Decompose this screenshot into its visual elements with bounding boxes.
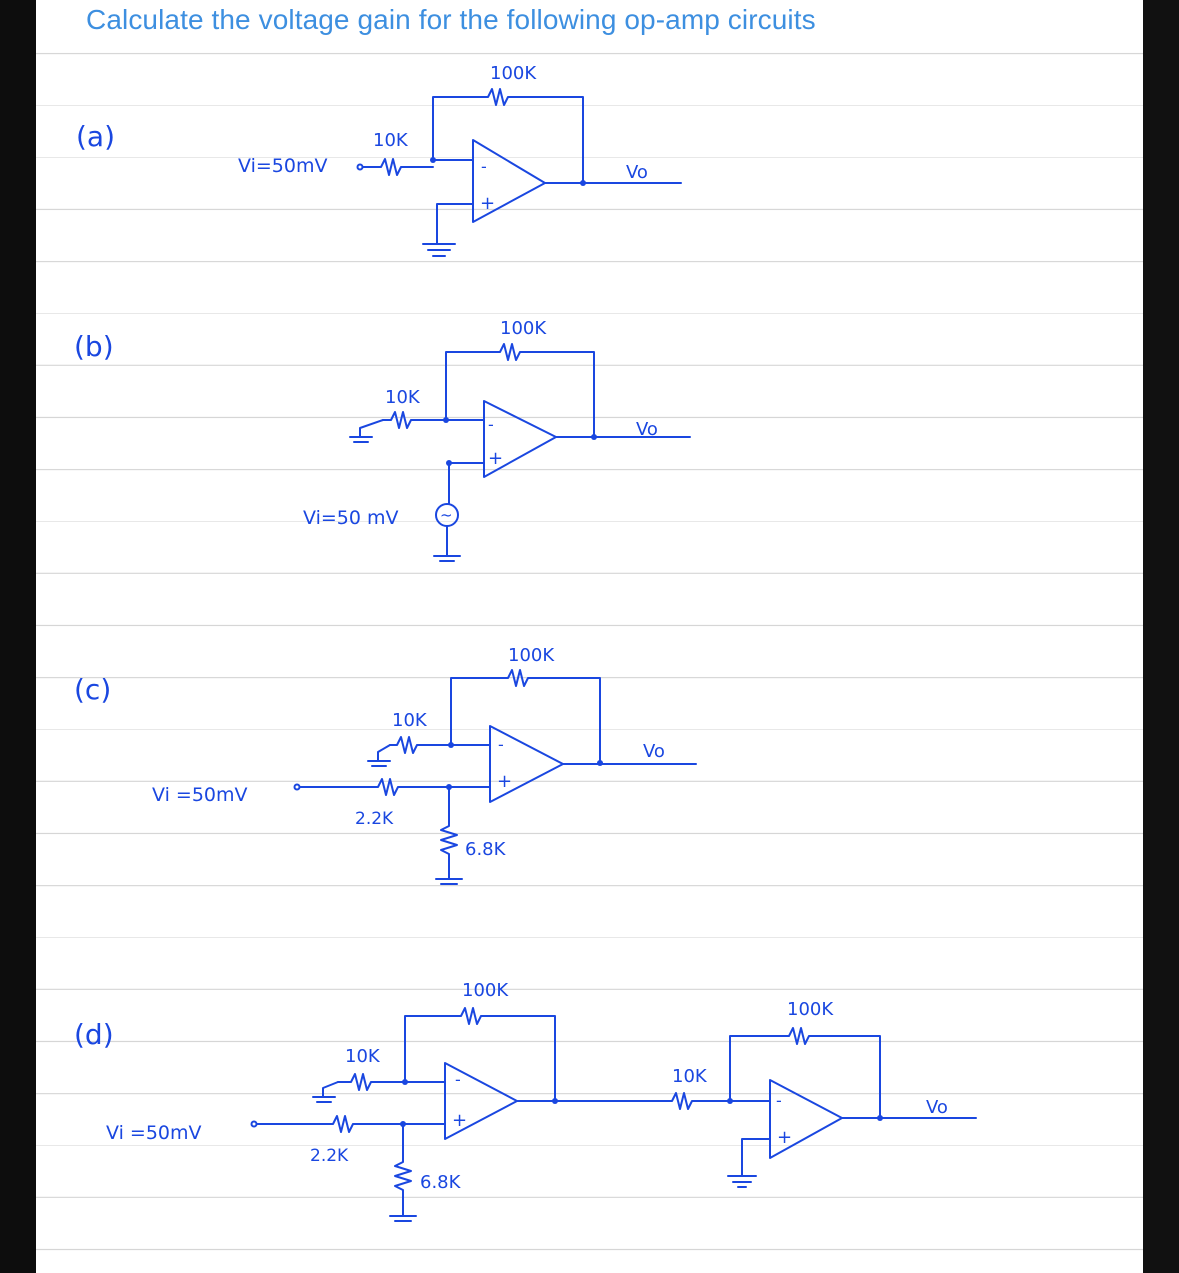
circuit-c-feedback-resistor-label: 100K [508, 645, 555, 666]
circuit-d-shunt-resistor [394, 1123, 412, 1217]
circuit-c-input-ground-icon [367, 760, 391, 767]
circuit-d-inverting-sign: - [455, 1070, 461, 1089]
circuit-a-input-resistor [362, 158, 434, 176]
circuit-c-series-resistor [299, 778, 450, 796]
circuit-d: (d) 100K 10K Vi =50mV 2.2K 6.8K - + 1 [74, 980, 977, 1222]
circuit-b-input-resistor-label: 10K [385, 387, 421, 408]
circuit-d-opamp-2 [769, 1079, 843, 1159]
circuit-d-ground-wire-2 [741, 1138, 771, 1177]
circuit-c-label: (c) [74, 673, 111, 706]
circuit-d-vi-label: Vi =50mV [106, 1122, 202, 1144]
circuit-b: (b) 10K 100K Vo Vi=50 mV - + ~ [74, 318, 691, 562]
circuit-c: (c) 100K 10K Vo Vi =50mV 2.2K 6.8K - + [74, 645, 697, 885]
circuit-b-input-ground-icon [349, 436, 373, 443]
circuit-d-series-resistor [256, 1115, 404, 1133]
circuit-c-shunt-resistor [440, 786, 458, 880]
circuit-a-ground-wire [436, 203, 474, 245]
circuit-a-output-node [580, 180, 586, 186]
circuit-d-input-ground-icon [312, 1096, 336, 1103]
circuit-d-input-resistor [337, 1073, 406, 1091]
circuit-c-opamp [489, 725, 564, 803]
circuit-c-feedback-resistor [450, 669, 601, 764]
circuit-b-opamp [483, 400, 557, 478]
circuit-b-vo-label: Vo [636, 419, 658, 440]
circuit-a-vi-label: Vi=50mV [238, 155, 327, 177]
circuit-c-vo-label: Vo [643, 741, 665, 762]
circuit-c-grounded-input [377, 744, 391, 762]
circuit-a-ground-icon [422, 243, 456, 257]
circuit-c-ground-icon [435, 878, 463, 885]
circuit-d-feedback-resistor-2 [729, 1027, 881, 1119]
circuit-a-input-terminal [356, 163, 364, 171]
ruled-paper [36, 0, 1143, 1273]
circuit-d-input-terminal [250, 1120, 258, 1128]
circuit-a-input-resistor-label: 10K [373, 130, 409, 151]
circuit-b-ground-icon [433, 525, 461, 562]
circuit-c-input-terminal [293, 783, 301, 791]
circuit-b-source-wire [448, 462, 485, 505]
circuit-d-series-resistor-label: 2.2K [310, 1146, 349, 1166]
left-frame [0, 0, 36, 1273]
circuit-b-output-node [591, 434, 597, 440]
circuit-a-noninverting-sign: + [480, 193, 495, 214]
circuit-d-inverting-sign-2: - [776, 1091, 782, 1110]
circuit-c-vi-label: Vi =50mV [152, 784, 248, 806]
circuit-c-noninverting-sign: + [497, 771, 512, 792]
circuit-a-inverting-sign: - [481, 157, 487, 176]
circuit-d-output-node [877, 1115, 883, 1121]
circuit-a-label: (a) [76, 120, 115, 153]
circuit-c-shunt-resistor-label: 6.8K [465, 839, 507, 860]
circuit-d-input-resistor-2 [658, 1092, 731, 1110]
circuit-d-stage1-output-node [552, 1098, 558, 1104]
circuit-d-label: (d) [74, 1018, 114, 1051]
circuit-b-inverting-sign: - [488, 415, 494, 434]
circuit-b-feedback-resistor [445, 343, 595, 438]
circuit-d-noninverting-sign: + [452, 1110, 467, 1131]
circuit-a-feedback-resistor-label: 100K [490, 63, 537, 84]
circuit-d-noninverting-sign-2: + [777, 1127, 792, 1148]
circuit-b-source-symbol: ~ [440, 506, 453, 524]
right-frame [1143, 0, 1179, 1273]
circuit-d-feedback-resistor-label: 100K [462, 980, 509, 1001]
circuit-a: (a) Vi=50mV 10K 100K Vo - + [76, 63, 682, 257]
circuit-b-input-resistor [382, 411, 447, 429]
circuit-b-grounded-input [359, 419, 384, 438]
circuit-b-feedback-resistor-label: 100K [500, 318, 547, 339]
circuit-c-series-resistor-label: 2.2K [355, 809, 394, 829]
circuit-b-noninverting-sign: + [488, 448, 503, 469]
page-title: Calculate the voltage gain for the follo… [86, 4, 816, 35]
circuit-d-vo-label: Vo [926, 1097, 948, 1118]
circuit-d-ground-icon [389, 1215, 417, 1222]
circuit-b-label: (b) [74, 330, 114, 363]
circuit-d-opamp-1 [444, 1062, 518, 1140]
circuit-d-ground-icon-2 [727, 1175, 757, 1188]
circuit-c-inverting-sign: - [498, 735, 504, 754]
circuit-b-vi-label: Vi=50 mV [303, 507, 399, 529]
circuit-a-opamp [472, 139, 546, 223]
circuit-a-vo-label: Vo [626, 162, 648, 183]
circuit-d-grounded-input [322, 1081, 339, 1098]
circuit-c-input-resistor-label: 10K [392, 710, 428, 731]
circuit-a-feedback-resistor [432, 88, 584, 184]
circuit-c-output-node [597, 760, 603, 766]
circuit-d-input-resistor-2-label: 10K [672, 1066, 708, 1087]
circuit-d-input-resistor-label: 10K [345, 1046, 381, 1067]
circuit-c-input-resistor [389, 736, 452, 754]
circuit-d-shunt-resistor-label: 6.8K [420, 1172, 462, 1193]
circuit-d-feedback-resistor-2-label: 100K [787, 999, 834, 1020]
circuit-d-feedback-resistor [404, 1007, 556, 1102]
